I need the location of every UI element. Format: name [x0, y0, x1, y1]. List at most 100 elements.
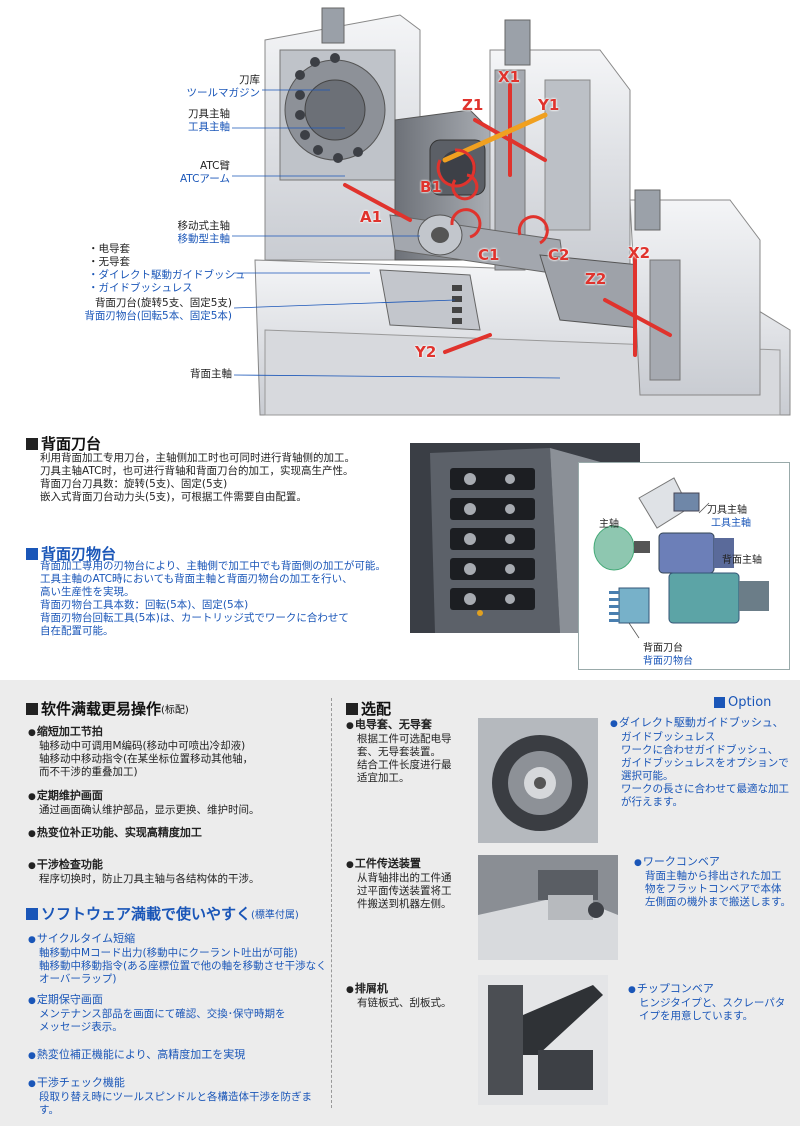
item-line: オーバーラップ): [39, 973, 117, 985]
heading-text: 软件满载更易操作: [41, 700, 162, 718]
option-item-zh: 排屑机 有链板式、刮板式。: [346, 982, 476, 1010]
heading-text: 背面刀台: [41, 435, 102, 453]
inset-main-spindle: 主轴: [599, 519, 619, 530]
item-line: 轴移动中移动指令(在某坐标位置移动其他轴，: [39, 753, 254, 765]
item-heading: ダイレクト駆動ガイドブッシュ、: [610, 716, 795, 731]
axis-label: X2: [628, 244, 651, 262]
option-item-jp: ワークコンベア 背面主軸から排出された加工 物をフラットコンベアで本体 左側面の…: [634, 855, 799, 909]
callout-zh: ATC臂: [200, 160, 230, 172]
heading-square-icon: [26, 702, 38, 715]
machine-diagram: 刀库 ツールマガジン 刀具主轴 工具主軸 ATC臂 ATCアーム 移动式主轴 移…: [0, 0, 800, 420]
item-heading: 缩短加工节拍: [28, 725, 328, 740]
software-item-jp: 定期保守画面 メンテナンス部品を画面にて確認、交換･保守時期を メッセージ表示。: [28, 993, 328, 1034]
item-heading: 定期维护画面: [28, 789, 328, 804]
heading-note: (标配): [161, 705, 189, 716]
item-heading: 电导套、无导套: [346, 718, 476, 733]
callout-jp: 移動型主軸: [177, 233, 231, 245]
callout-back-tool-post: 背面刀台(旋转5支、固定5支) 背面刃物台(回転5本、固定5本): [60, 297, 232, 323]
axis-label: Z2: [585, 270, 607, 288]
heading-square-icon: [346, 702, 358, 715]
item-line: 适宜加工。: [357, 772, 410, 784]
work-conveyor-photo: [478, 855, 618, 960]
software-item-zh: 定期维护画面 通过画面确认维护部品，显示更换、维护时间。: [28, 789, 328, 817]
item-line: 軸移動中移動指令(ある座標位置で他の軸を移動させ干渉なく: [39, 960, 327, 972]
item-heading: 排屑机: [346, 982, 476, 997]
heading-text: Option: [728, 695, 772, 710]
desc-line: 背面刀台刀具数：旋转(5支)、固定(5支): [40, 478, 228, 490]
spindle-layout-inset: 主轴 刀具主轴 工具主軸 背面主轴 背面刀台 背面刃物台: [578, 462, 790, 670]
item-heading: サイクルタイム短縮: [28, 932, 328, 947]
item-line: 選択可能。: [621, 770, 674, 782]
option-item-zh: 工件传送装置 从背轴排出的工件通 过平面传送装置将工 件搬送到机器左侧。: [346, 857, 476, 911]
desc-line: 背面加工専用の刃物台により、主軸側で加工中でも背面側の加工が可能。: [40, 560, 386, 572]
item-line: 过平面传送装置将工: [357, 885, 452, 897]
heading-note: (標準付属): [251, 910, 299, 921]
callout-moving-spindle: 移动式主轴 移動型主軸: [110, 220, 231, 246]
item-line: ヒンジタイプと、スクレーパタ: [639, 997, 786, 1009]
axis-label: X1: [498, 68, 521, 86]
heading-square-icon: [26, 547, 38, 560]
chip-conveyor-photo: [478, 975, 608, 1105]
back-tool-post-desc-zh: 利用背面加工专用刀台，主轴侧加工时也可同时进行背轴侧的加工。 刀具主轴ATC时，…: [40, 452, 420, 504]
callout-zh: 背面刀台(旋转5支、固定5支): [94, 297, 232, 309]
axis-label: Y2: [415, 343, 437, 361]
axis-label: C2: [548, 246, 570, 264]
guide-bushing-photo: [478, 718, 598, 843]
software-item-jp: 干渉チェック機能 段取り替え時にツールスピンドルと各構造体干渉を防ぎます。: [28, 1076, 328, 1117]
item-line: 套、无导套装置。: [357, 746, 441, 758]
item-heading: 热变位补正功能、实现高精度加工: [28, 826, 328, 841]
desc-line: 背面刃物台工具本数：回転(5本)、固定(5本): [40, 599, 249, 611]
item-line: ワークに合わせガイドブッシュ、: [621, 744, 779, 756]
desc-line: 自在配置可能。: [40, 625, 114, 637]
callout-jp: ツールマガジン: [186, 87, 261, 99]
bushing-item: ・ガイドブッシュレス: [88, 282, 193, 294]
item-heading: ワークコンベア: [634, 855, 799, 870]
item-line: ガイドブッシュレスをオプションで: [621, 757, 789, 769]
axis-label: Z1: [462, 96, 484, 114]
inset-back-spindle: 背面主轴: [722, 555, 762, 566]
item-heading: 定期保守画面: [28, 993, 328, 1008]
inset-tool-spindle-zh: 刀具主轴: [707, 505, 747, 516]
desc-line: 嵌入式背面刀台动力头(5支)，可根据工件需要自由配置。: [40, 491, 307, 503]
inset-back-tool-post-jp: 背面刃物台: [643, 656, 693, 667]
item-line: 通过画面确认维护部品，显示更换、维护时间。: [39, 804, 260, 816]
heading-text: 背面刃物台: [41, 545, 117, 563]
item-line: 结合工件长度进行最: [357, 759, 452, 771]
item-line: が行えます。: [621, 796, 683, 808]
back-tool-post-title-jp: 背面刃物台: [26, 543, 116, 564]
callout-zh: 刀具主轴: [188, 108, 230, 120]
axis-label: C1: [478, 246, 500, 264]
callout-atc-arm: ATC臂 ATCアーム: [110, 160, 230, 186]
callout-tool-spindle: 刀具主轴 工具主軸: [110, 108, 230, 134]
desc-line: 工具主軸のATC時においても背面主軸と背面刃物台の加工を行い、: [40, 573, 353, 585]
callout-zh: 移动式主轴: [177, 220, 231, 232]
item-line: メッセージ表示。: [39, 1021, 123, 1033]
item-line: 而不干涉的重叠加工): [39, 766, 138, 778]
callout-zh: 刀库: [239, 74, 260, 86]
item-heading: 工件传送装置: [346, 857, 476, 872]
item-heading: チップコンベア: [628, 982, 798, 997]
back-tool-post-title-zh: 背面刀台: [26, 433, 101, 454]
back-tool-post-desc-jp: 背面加工専用の刃物台により、主軸側で加工中でも背面側の加工が可能。 工具主軸のA…: [40, 560, 410, 638]
heading-square-icon: [714, 697, 725, 708]
item-line: 背面主軸から排出された加工: [645, 870, 782, 882]
software-title-zh: 软件满载更易操作 (标配): [26, 698, 189, 719]
bushing-item: ・电导套: [88, 243, 130, 255]
item-line: メンテナンス部品を画面にて確認、交換･保守時期を: [39, 1008, 286, 1020]
option-item-zh: 电导套、无导套 根据工件可选配电导 套、无导套装置。 结合工件长度进行最 适宜加…: [346, 718, 476, 785]
machine-illustration: [232, 7, 791, 416]
item-line: 程序切换时，防止刀具主轴与各结构体的干涉。: [39, 873, 260, 885]
item-line: 从背轴排出的工件通: [357, 872, 452, 884]
callout-back-spindle: 背面主軸: [110, 368, 232, 381]
item-line: ガイドブッシュレス: [621, 731, 716, 743]
item-line: ワークの長さに合わせて最適な加工: [621, 783, 789, 795]
desc-line: 高い生産性を実現。: [40, 586, 135, 598]
column-divider: [331, 698, 332, 1108]
callout-jp: ATCアーム: [179, 173, 230, 185]
options-title-jp: Option: [714, 695, 771, 710]
item-heading: 熱変位補正機能により、高精度加工を実現: [28, 1048, 328, 1063]
callout-jp: 背面刃物台(回転5本、固定5本): [84, 310, 232, 322]
inset-tool-spindle-jp: 工具主軸: [711, 518, 751, 529]
item-line: 段取り替え時にツールスピンドルと各構造体干渉を防ぎます。: [39, 1091, 312, 1116]
software-item-zh: 干涉检查功能 程序切换时，防止刀具主轴与各结构体的干涉。: [28, 858, 328, 886]
